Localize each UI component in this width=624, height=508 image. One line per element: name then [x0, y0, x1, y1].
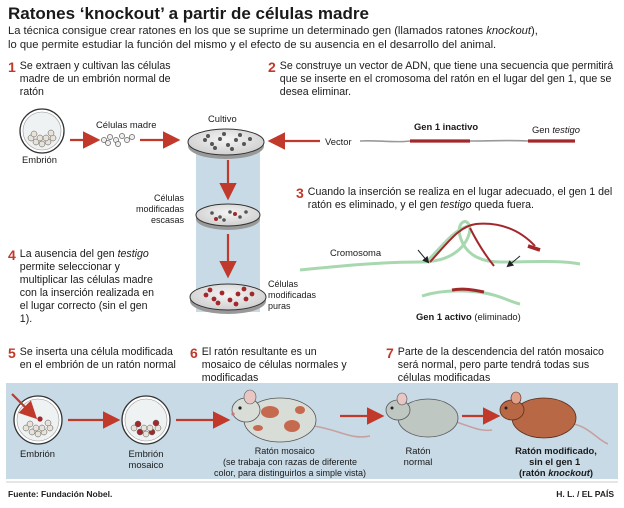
step-2-number: 2 — [268, 59, 276, 75]
label-vector: Vector — [325, 136, 352, 147]
arrow-insertion-right — [506, 255, 521, 268]
step-4-text-c: permite seleccionar y multiplicar las cé… — [19, 261, 155, 325]
label-cromosoma: Cromosoma — [330, 247, 382, 258]
chromosome-icon — [299, 220, 581, 272]
step-3-text-b: testigo — [440, 199, 472, 211]
step-3-number: 3 — [296, 185, 304, 201]
step-7-text: Parte de la descendencia del ratón mosai… — [397, 346, 604, 384]
stem-cells-icon — [101, 133, 135, 147]
step-5-text: Se inserta una célula modificada en el e… — [19, 346, 176, 371]
step-4-number: 4 — [8, 247, 16, 263]
step-1-text: Se extraen y cultivan las células madre … — [19, 60, 171, 98]
step-5: 5 Se inserta una célula modificada en el… — [8, 346, 176, 372]
culture-dish-icon — [187, 128, 265, 159]
step-7: 7 Parte de la descendencia del ratón mos… — [386, 346, 618, 385]
intro-line1-a: La técnica consigue crear ratones en los… — [8, 25, 487, 37]
label-embrion: Embrión — [22, 154, 57, 165]
normal-mouse-icon — [385, 392, 493, 438]
step-6-text: El ratón resultante es un mosaico de cél… — [201, 346, 347, 384]
modified-mouse-icon — [499, 391, 609, 445]
label-gen1-activo: Gen 1 activo (eliminado) — [416, 311, 521, 322]
label-gen1-inactivo: Gen 1 inactivo — [414, 121, 478, 132]
label-gen-testigo-b: testigo — [552, 124, 580, 135]
intro-text: La técnica consigue crear ratones en los… — [8, 25, 620, 52]
credit-note: H. L. / EL PAÍS — [556, 489, 614, 499]
dish-puras-icon — [189, 283, 267, 314]
page-title: Ratones ‘knockout’ a partir de células m… — [8, 4, 369, 23]
arrow-insert-cell — [11, 393, 38, 420]
label-gen-testigo: Gen testigo — [532, 124, 580, 135]
intro-line1-c: ), — [531, 25, 538, 37]
step-6: 6 El ratón resultante es un mosaico de c… — [190, 346, 358, 385]
step-1-number: 1 — [8, 59, 16, 75]
step-7-number: 7 — [386, 345, 394, 361]
label-gen-testigo-a: Gen — [532, 124, 552, 135]
source-note: Fuente: Fundación Nobel. — [8, 489, 113, 499]
label-celulas-madre: Células madre — [96, 119, 156, 130]
step-5-number: 5 — [8, 345, 16, 361]
step-4-text: La ausencia del gen testigo permite sele… — [20, 248, 158, 326]
step-6-number: 6 — [190, 345, 198, 361]
step-4-text-a: La ausencia del gen — [19, 248, 118, 260]
step-3-text: Cuando la inserción se realiza en el lug… — [308, 186, 618, 212]
step-3-text-a: Cuando la inserción se realiza en el lug… — [307, 186, 613, 211]
step-4-text-b: testigo — [117, 248, 149, 260]
step-2: 2 Se construye un vector de ADN, que tie… — [268, 60, 618, 99]
label-gen1-activo-bold: Gen 1 activo — [416, 311, 472, 322]
dish-escasas-icon — [195, 203, 261, 230]
step-3-text-c: queda fuera. — [471, 199, 534, 211]
arrow-insertion-left — [417, 249, 430, 264]
gen1-eliminado-icon — [421, 287, 521, 306]
step-3: 3 Cuando la inserción se realiza en el l… — [296, 186, 618, 212]
label-raton-mosaico: Ratón mosaico (se trabaja con razas de d… — [214, 446, 366, 478]
step-1: 1 Se extraen y cultivan las células madr… — [8, 60, 188, 99]
embryo-icon — [19, 108, 65, 154]
mosaic-mouse-icon — [231, 389, 371, 443]
vector-dna-icon — [359, 139, 575, 143]
label-embrion-2: Embrión — [20, 448, 55, 459]
label-eliminado: (eliminado) — [472, 311, 521, 322]
step-2-text: Se construye un vector de ADN, que tiene… — [279, 60, 614, 98]
step-4: 4 La ausencia del gen testigo permite se… — [8, 248, 158, 326]
intro-line1-b: knockout — [486, 25, 532, 37]
label-raton-mosaico-title: Ratón mosaico — [255, 446, 315, 456]
label-cultivo: Cultivo — [208, 113, 237, 124]
intro-line2: lo que permite estudiar la función del m… — [8, 38, 497, 51]
label-raton-modificado: Ratón modificado,sin el gen 1 (ratón kno… — [515, 445, 597, 478]
mosaic-embryo-icon — [121, 395, 171, 445]
